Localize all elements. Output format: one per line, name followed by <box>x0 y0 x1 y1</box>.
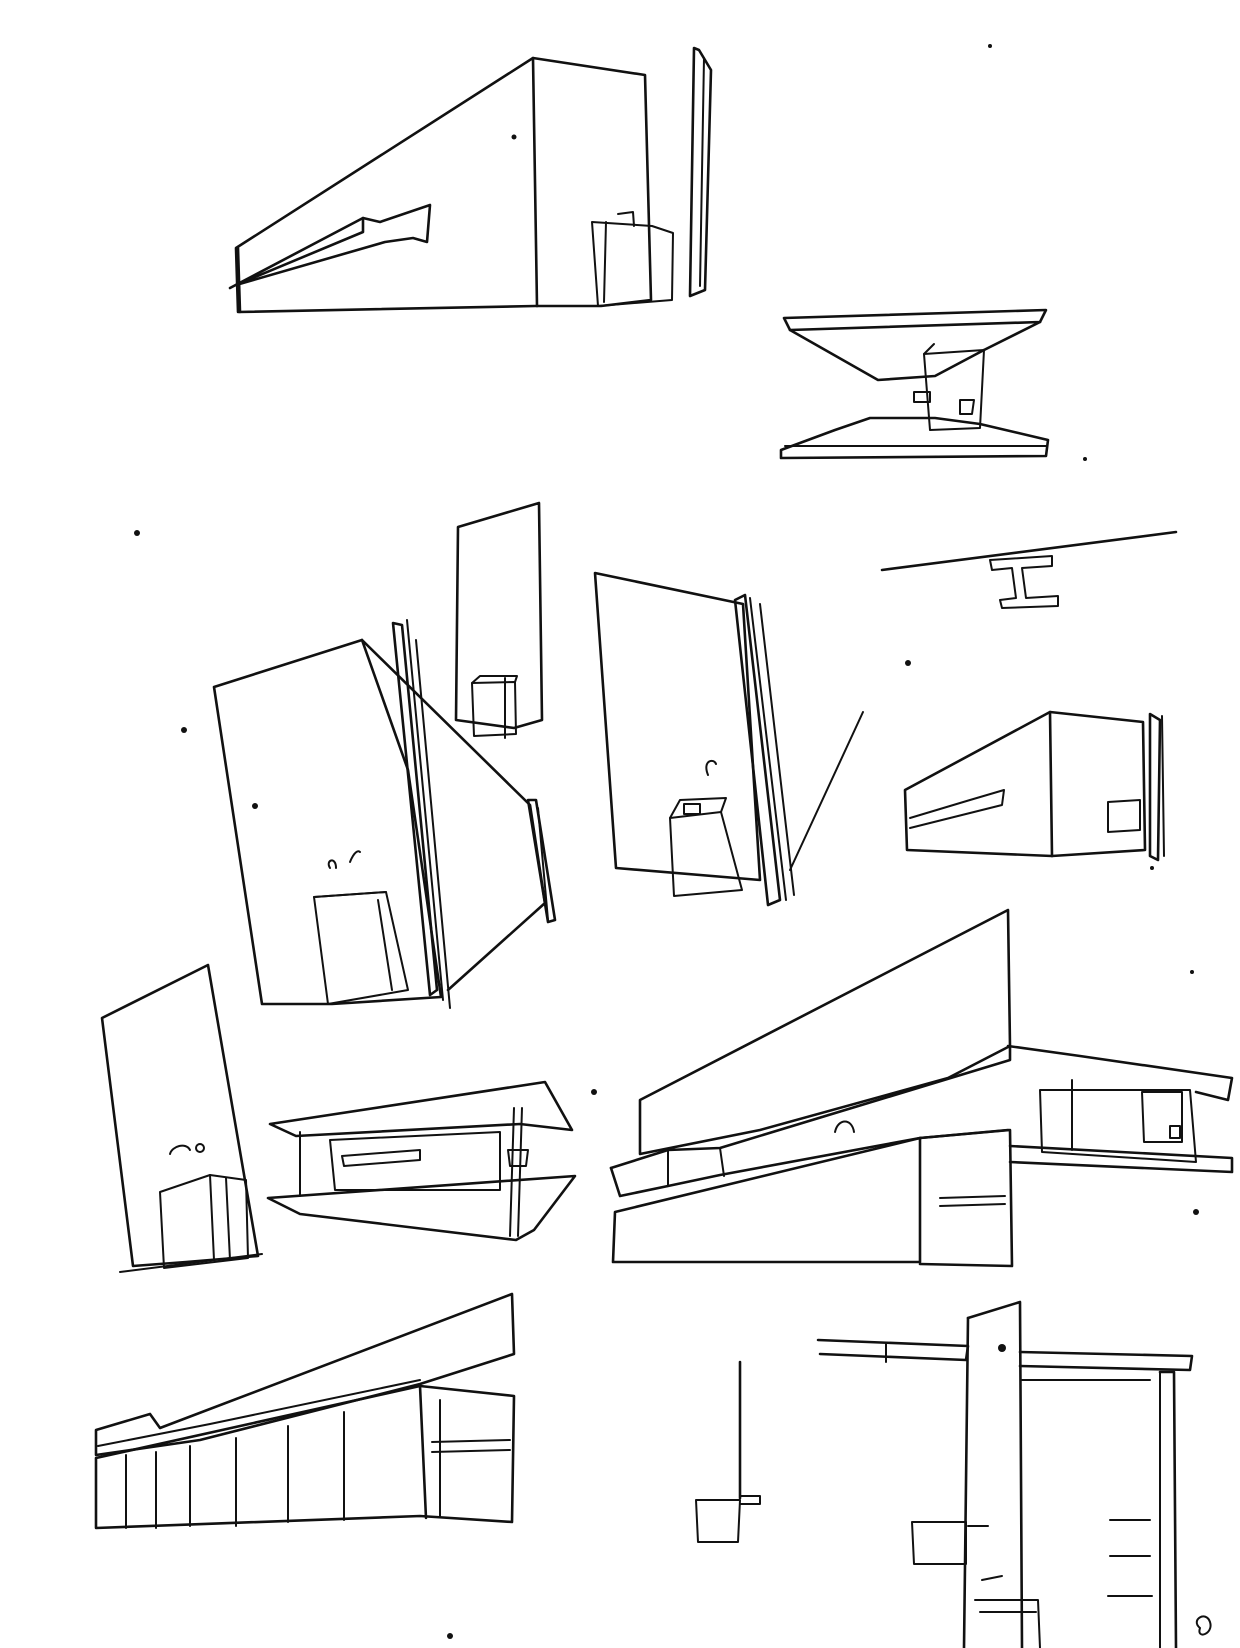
tilted-wall-with-column <box>212 619 557 1009</box>
section-tower-bottom-right <box>816 1300 1212 1648</box>
slab-wall-with-box <box>454 501 544 739</box>
column-with-box-bottom <box>695 1360 761 1543</box>
long-sloped-building-bottom <box>94 1292 516 1530</box>
ink-specks <box>134 44 1199 1639</box>
cantilever-roof-elevation-small <box>779 308 1050 460</box>
long-sloped-building-right <box>609 908 1234 1268</box>
wall-with-column-and-box <box>593 571 864 907</box>
wedge-wall-perspective-top <box>228 46 713 314</box>
i-beam-section <box>880 530 1178 609</box>
wedge-wall-small <box>903 710 1165 862</box>
cantilever-roof-center <box>266 1080 577 1242</box>
tall-slab-with-box-left <box>100 963 263 1273</box>
